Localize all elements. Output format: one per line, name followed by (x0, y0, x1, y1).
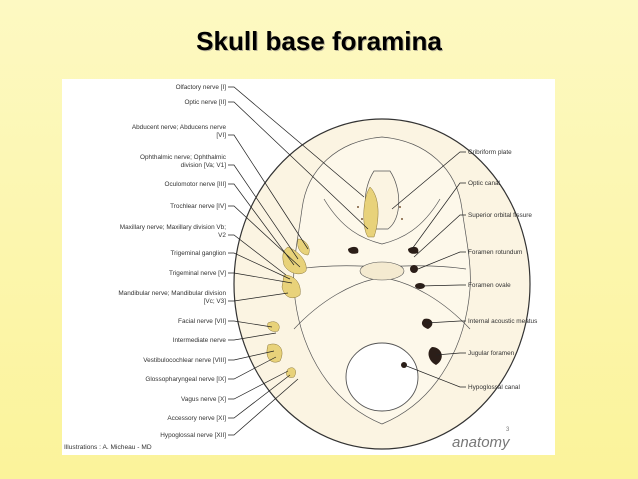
right-leader-line-2 (413, 214, 466, 258)
right-label-4: Foramen ovale (468, 282, 511, 289)
left-leader-line-9 (228, 292, 289, 302)
left-label-4: Oculomotor nerve [III] (165, 181, 227, 188)
right-label-6: Jugular foramen (468, 350, 515, 357)
left-leader-line-10 (228, 320, 273, 328)
left-leader-line-1 (228, 101, 369, 230)
right-label-7: Hypoglossal canal (468, 384, 520, 391)
skull-base-figure: Olfactory nerve [I] Optic nerve [II] Abduc… (62, 79, 555, 455)
left-leader-line-16 (228, 378, 299, 436)
left-leader-line-12 (228, 350, 275, 361)
brand-logo-superscript: 3 (506, 427, 510, 433)
left-leader-line-11 (228, 332, 277, 341)
left-leader-line-4 (228, 183, 295, 266)
left-label-7: Trigeminal ganglion (170, 250, 226, 257)
right-leader-line-3 (417, 251, 466, 270)
left-leader-line-13 (228, 356, 277, 380)
left-leader-line-3 (228, 164, 299, 260)
right-leader-line-7 (403, 364, 466, 388)
right-leader-line-6 (435, 352, 466, 356)
right-leader-line-0 (391, 151, 466, 210)
left-label-14: Vagus nerve [X] (181, 396, 226, 403)
right-leader-line-5 (425, 320, 466, 324)
left-label-10: Facial nerve [VII] (178, 318, 226, 325)
left-label-5: Trochlear nerve [IV] (170, 203, 226, 210)
right-label-3: Foramen rotundum (468, 249, 522, 256)
left-leader-line-6 (228, 234, 287, 276)
left-leader-line-14 (228, 370, 289, 400)
left-label-6: Maxillary nerve; Maxillary division Vb;V… (120, 224, 227, 239)
left-leader-line-0 (228, 86, 365, 198)
left-label-13: Glossopharyngeal nerve [IX] (145, 376, 226, 383)
right-leader-line-1 (411, 182, 466, 250)
left-label-2: Abducent nerve; Abducens nerve[VI] (132, 124, 227, 139)
left-label-11: Intermediate nerve (173, 337, 227, 344)
skull-base-illustration (233, 118, 531, 450)
left-leader-line-8 (228, 272, 293, 284)
left-label-12: Vestibulocochlear nerve [VIII] (143, 357, 226, 364)
left-label-9: Mandibular nerve; Mandibular division[Vc… (118, 290, 226, 305)
left-leader-line-5 (228, 205, 301, 268)
left-label-8: Trigeminal nerve [V] (169, 270, 226, 277)
left-leader-line-7 (228, 252, 291, 280)
left-label-16: Hypoglossal nerve [XII] (160, 432, 226, 439)
left-label-1: Optic nerve [II] (184, 99, 226, 106)
left-label-15: Accessory nerve [XI] (167, 415, 226, 422)
left-leader-line-15 (228, 374, 291, 419)
right-label-5: Internal acoustic meatus (468, 318, 537, 325)
right-label-0: Cribriform plate (468, 149, 512, 156)
slide-title: Skull base foramina (196, 26, 442, 56)
illustration-credit: Illustrations : A. Micheau - MD (64, 444, 152, 451)
brand-logo-text: anatomy (452, 434, 511, 451)
right-leader-line-4 (419, 284, 466, 287)
left-label-0: Olfactory nerve [I] (176, 84, 227, 91)
right-label-2: Superior orbital fissure (468, 212, 532, 219)
left-leader-line-2 (228, 134, 309, 250)
right-label-1: Optic canal (468, 180, 500, 187)
